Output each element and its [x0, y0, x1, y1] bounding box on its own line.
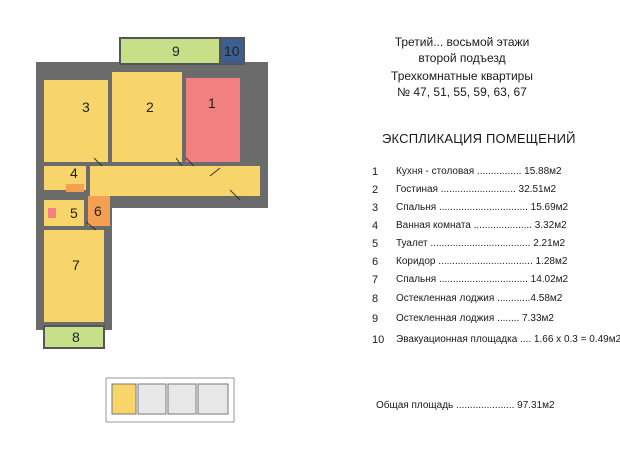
room-number: 9 — [372, 313, 379, 325]
plan-label-4: 4 — [70, 165, 78, 181]
room-1-kitchen — [186, 78, 240, 162]
room-description: Гостиная ........................... 32.… — [396, 184, 557, 195]
room-number: 5 — [372, 238, 379, 250]
room-description: Коридор ................................… — [396, 256, 568, 267]
header-entrance: второй подъезд — [418, 51, 506, 65]
loggia-8 — [43, 325, 105, 349]
room-description: Туалет .................................… — [396, 238, 566, 249]
floor-plan: 1 2 3 4 5 6 7 8 9 10 — [36, 37, 268, 423]
plan-label-9: 9 — [172, 43, 180, 59]
room-description: Ванная комната ..................... 3.3… — [396, 220, 567, 231]
total-area: Общая площадь ..................... 97.3… — [376, 400, 555, 411]
plan-label-6: 6 — [94, 203, 102, 219]
room-2 — [112, 72, 182, 162]
room-description: Остекленная лоджия ............4.58м2 — [396, 293, 563, 304]
plan-label-2: 2 — [146, 99, 154, 115]
room-6-corridor — [88, 196, 110, 226]
evacuation-area-10 — [219, 37, 245, 65]
header-apartment-type: Трехкомнатные квартиры — [391, 69, 533, 83]
room-number: 8 — [372, 293, 379, 305]
room-description: Спальня ................................… — [396, 274, 569, 285]
loggia-9 — [119, 37, 221, 65]
explication-title: ЭКСПЛИКАЦИЯ ПОМЕЩЕНИЙ — [382, 131, 576, 146]
room-description: Кухня - столовая ................ 15.88м… — [396, 166, 562, 177]
plan-label-3: 3 — [82, 99, 90, 115]
header-floors: Третий... восьмой этажи — [394, 35, 530, 49]
header-apartment-numbers: № 47, 51, 55, 59, 63, 67 — [397, 85, 527, 99]
room-description: Спальня ................................… — [396, 202, 569, 213]
building-key-plan — [105, 377, 235, 423]
room-number: 7 — [372, 274, 379, 286]
room-3 — [44, 80, 108, 162]
room-7 — [44, 230, 104, 322]
room-description: Остекленная лоджия ........ 7.33м2 — [396, 313, 554, 324]
hallway — [90, 166, 240, 196]
room-number: 6 — [372, 256, 379, 268]
room-number: 2 — [372, 184, 379, 196]
door-arcs — [85, 157, 241, 231]
hallway-end — [240, 166, 260, 196]
plan-label-5: 5 — [70, 205, 78, 221]
room-number: 1 — [372, 166, 379, 178]
room-number: 4 — [372, 220, 379, 232]
toilet-fixture — [48, 208, 56, 218]
bathtub — [66, 184, 84, 192]
room-number: 10 — [372, 334, 385, 346]
plan-label-1: 1 — [208, 95, 216, 111]
room-number: 3 — [372, 202, 379, 214]
plan-label-8: 8 — [72, 329, 80, 345]
room-description: Эвакуационная площадка .... 1.66 x 0.3 =… — [396, 334, 620, 345]
plan-label-7: 7 — [72, 257, 80, 273]
plan-label-10: 10 — [224, 43, 240, 59]
